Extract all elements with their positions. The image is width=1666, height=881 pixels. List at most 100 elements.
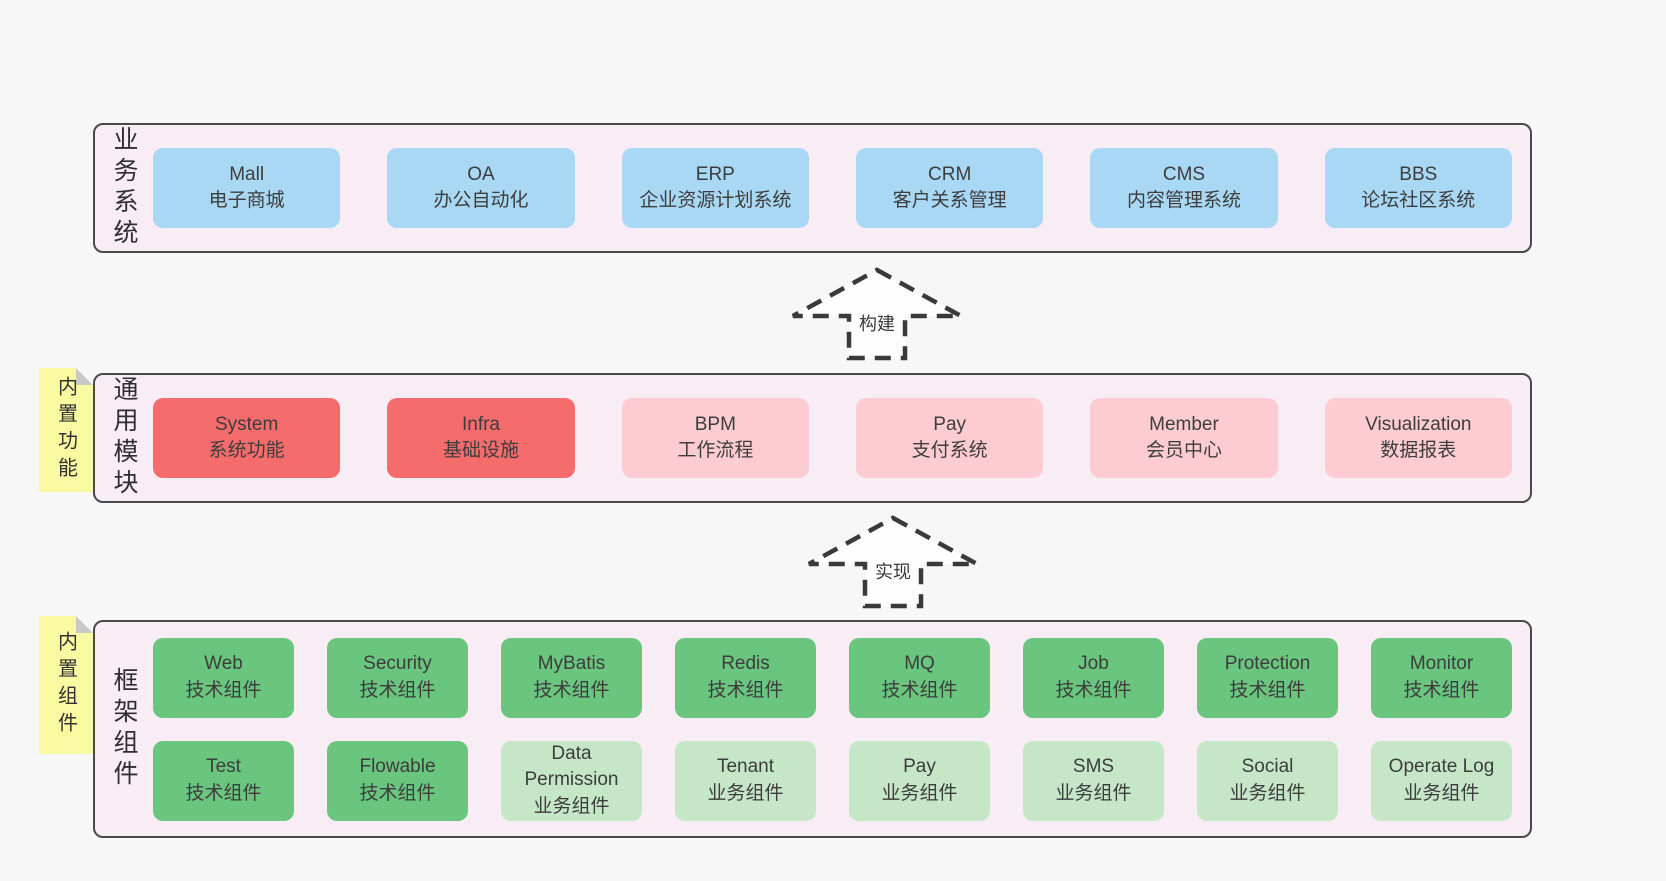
- business-box-row: Mall 电子商城 OA 办公自动化 ERP 企业资源计划系统 CRM 客户关系…: [149, 125, 1530, 251]
- arrow-implement-icon: 实现: [803, 514, 983, 610]
- box-subtitle: 业务组件: [707, 782, 784, 804]
- box-subtitle: 技术组件: [359, 782, 436, 804]
- box-title: Social: [1241, 756, 1294, 778]
- box-protection: Protection 技术组件: [1197, 637, 1338, 718]
- box-subtitle: 技术组件: [881, 679, 958, 701]
- box-title: Operate Log: [1388, 756, 1495, 778]
- box-title: Infra: [461, 413, 500, 435]
- box-title: Pay: [903, 756, 936, 778]
- box-title: Data Permission: [524, 743, 619, 791]
- box-oa: OA 办公自动化: [387, 148, 575, 228]
- components-rows: Web 技术组件 Security 技术组件 MyBatis 技术组件: [149, 622, 1530, 836]
- box-subtitle: 支付系统: [911, 440, 988, 461]
- box-job: Job 技术组件: [1023, 637, 1164, 718]
- box-title: ERP: [695, 163, 735, 185]
- box-title: Mall: [229, 163, 265, 185]
- box-title: Monitor: [1409, 653, 1474, 675]
- box-infra: Infra 基础设施: [387, 398, 575, 478]
- box-sms: SMS 业务组件: [1023, 740, 1164, 821]
- box-bpm: BPM 工作流程: [621, 398, 809, 478]
- box-subtitle: 业务组件: [1229, 782, 1306, 804]
- box-test: Test 技术组件: [153, 740, 294, 821]
- box-subtitle: 企业资源计划系统: [639, 190, 792, 211]
- box-pay: Pay 业务组件: [849, 740, 990, 821]
- box-monitor: Monitor 技术组件: [1371, 637, 1512, 718]
- box-title: BBS: [1399, 163, 1438, 185]
- box-subtitle: 技术组件: [1229, 679, 1306, 701]
- box-title: Flowable: [359, 756, 436, 778]
- box-subtitle: 业务组件: [533, 795, 610, 817]
- box-title: Pay: [933, 413, 967, 435]
- box-title: Redis: [721, 653, 770, 675]
- box-bbs: BBS 论坛社区系统: [1324, 148, 1512, 228]
- box-title: CMS: [1162, 163, 1206, 185]
- note-built-in-components: 内置组件: [39, 616, 93, 754]
- box-title: Tenant: [716, 756, 775, 778]
- box-subtitle: 客户关系管理: [892, 190, 1007, 211]
- box-title: SMS: [1072, 756, 1115, 778]
- box-subtitle: 技术组件: [1403, 679, 1480, 701]
- box-title: Job: [1078, 653, 1109, 675]
- box-title: MyBatis: [537, 653, 606, 675]
- box-subtitle: 数据报表: [1380, 440, 1457, 461]
- arrow-build-icon: 构建: [787, 266, 967, 362]
- panel-business-label: 业务系统: [110, 126, 138, 250]
- box-subtitle: 技术组件: [707, 679, 784, 701]
- box-social: Social 业务组件: [1197, 740, 1338, 821]
- box-subtitle: 业务组件: [1403, 782, 1480, 804]
- box-subtitle: 技术组件: [1055, 679, 1132, 701]
- box-title: CRM: [928, 163, 972, 185]
- box-subtitle: 论坛社区系统: [1361, 190, 1476, 211]
- box-title: Visualization: [1365, 413, 1472, 435]
- box-subtitle: 会员中心: [1145, 440, 1222, 461]
- box-subtitle: 技术组件: [185, 679, 262, 701]
- box-subtitle: 技术组件: [185, 782, 262, 804]
- arrow-build-label: 构建: [856, 310, 898, 336]
- box-security: Security 技术组件: [327, 637, 468, 718]
- note-built-in-features: 内置功能: [39, 368, 93, 492]
- box-mall: Mall 电子商城: [153, 148, 341, 228]
- box-title: MQ: [904, 653, 935, 675]
- box-subtitle: 业务组件: [881, 782, 958, 804]
- components-box-row-2: Test 技术组件 Flowable 技术组件 Data Permission …: [153, 740, 1512, 821]
- box-flowable: Flowable 技术组件: [327, 740, 468, 821]
- box-erp: ERP 企业资源计划系统: [621, 148, 809, 228]
- box-web: Web 技术组件: [153, 637, 294, 718]
- box-operate-log: Operate Log 业务组件: [1371, 740, 1512, 821]
- box-title: Protection: [1224, 653, 1311, 675]
- box-subtitle: 内容管理系统: [1126, 190, 1241, 211]
- box-subtitle: 办公自动化: [433, 190, 529, 211]
- box-subtitle: 系统功能: [208, 440, 285, 461]
- box-subtitle: 基础设施: [442, 440, 519, 461]
- panel-business-systems: 业务系统 Mall 电子商城 OA 办公自动化 ERP 企业资源计划系统: [93, 123, 1532, 253]
- box-mq: MQ 技术组件: [849, 637, 990, 718]
- components-box-row-1: Web 技术组件 Security 技术组件 MyBatis 技术组件: [153, 637, 1512, 718]
- arrow-implement-label: 实现: [872, 558, 914, 584]
- box-subtitle: 技术组件: [533, 679, 610, 701]
- box-subtitle: 工作流程: [677, 440, 754, 461]
- box-visualization: Visualization 数据报表: [1324, 398, 1512, 478]
- box-title: System: [214, 413, 279, 435]
- box-data-permission: Data Permission 业务组件: [501, 740, 642, 821]
- box-subtitle: 技术组件: [359, 679, 436, 701]
- box-subtitle: 业务组件: [1055, 782, 1132, 804]
- box-mybatis: MyBatis 技术组件: [501, 637, 642, 718]
- box-subtitle: 电子商城: [208, 190, 285, 211]
- box-title: Web: [204, 653, 243, 675]
- box-title: BPM: [694, 413, 736, 435]
- modules-box-row: System 系统功能 Infra 基础设施 BPM 工作流程 Pay 支付系统: [149, 375, 1530, 501]
- box-member: Member 会员中心: [1090, 398, 1278, 478]
- panel-modules-label: 通用模块: [110, 376, 138, 500]
- box-crm: CRM 客户关系管理: [855, 148, 1044, 228]
- box-tenant: Tenant 业务组件: [675, 740, 816, 821]
- box-system: System 系统功能: [153, 398, 341, 478]
- box-title: Member: [1149, 413, 1219, 435]
- panel-common-modules: 通用模块 System 系统功能 Infra 基础设施 BPM 工作流程: [93, 373, 1532, 503]
- box-title: OA: [467, 163, 495, 185]
- box-pay: Pay 支付系统: [855, 398, 1044, 478]
- panel-framework-components: 框架组件 Web 技术组件 Security 技术组件 MyBatis: [93, 620, 1532, 838]
- note-text: 内置功能: [54, 376, 77, 484]
- note-text: 内置组件: [54, 631, 77, 739]
- box-cms: CMS 内容管理系统: [1090, 148, 1278, 228]
